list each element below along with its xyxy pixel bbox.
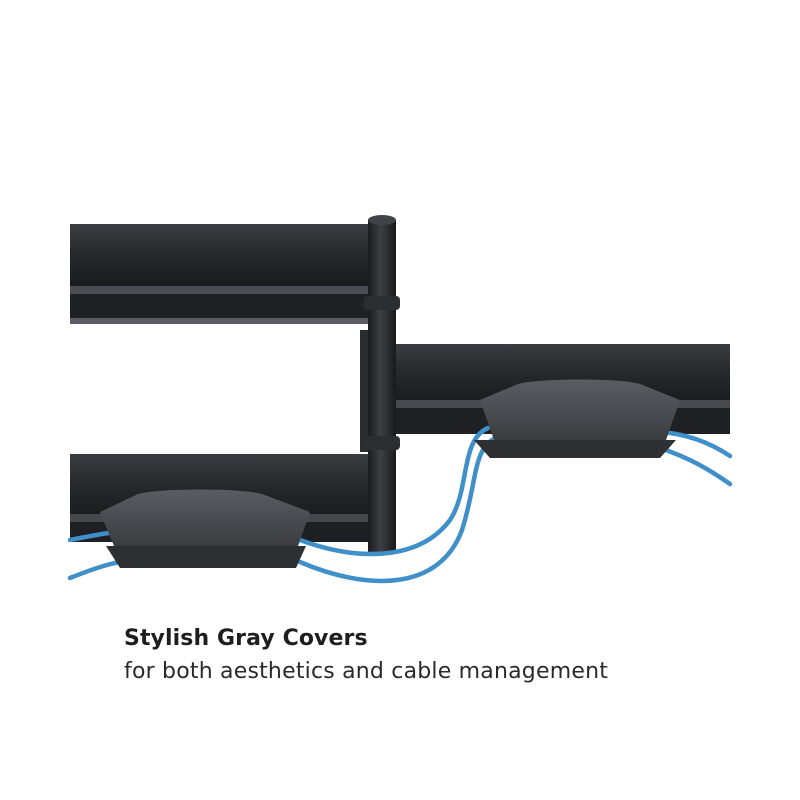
left-cable-cover <box>100 489 310 568</box>
feature-caption: Stylish Gray Covers for both aesthetics … <box>124 622 784 688</box>
tv-mount-arm-illustration <box>67 215 733 584</box>
right-cable-cover <box>474 379 680 458</box>
caption-subtitle: for both aesthetics and cable management <box>124 659 609 684</box>
upper-left-arm <box>70 224 386 324</box>
caption-title: Stylish Gray Covers <box>124 626 368 651</box>
pivot-joint <box>360 215 400 554</box>
